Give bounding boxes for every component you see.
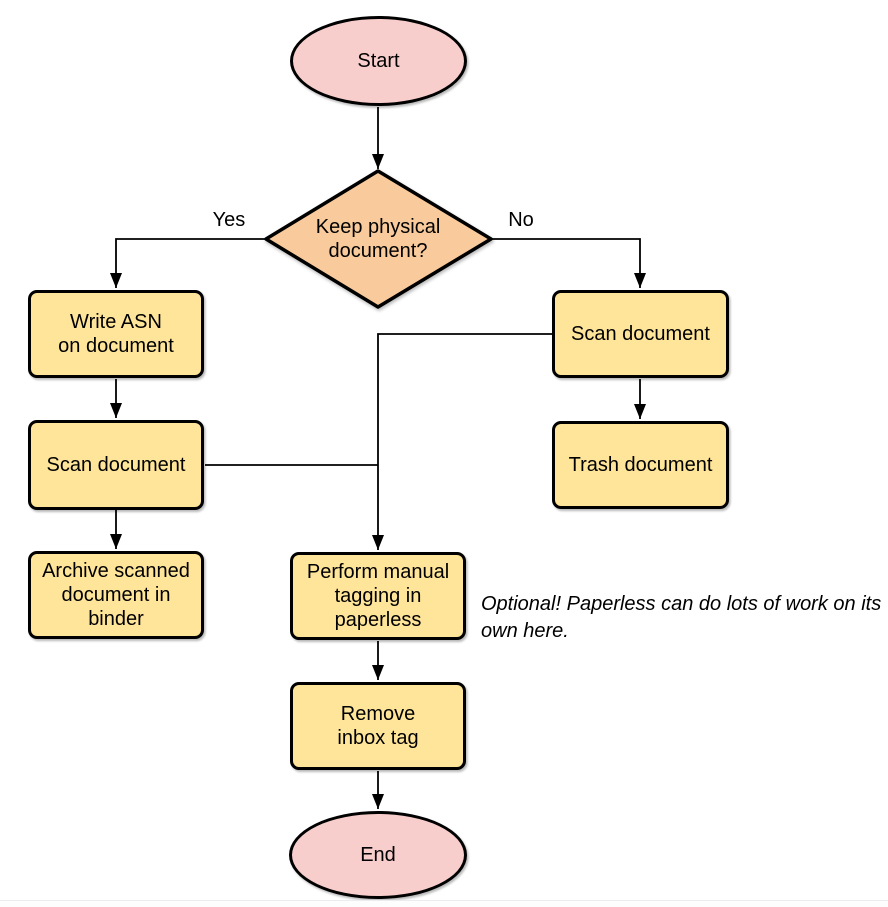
node-write-asn-label: Write ASN on document bbox=[58, 311, 174, 357]
node-archive-scanned: Archive scanned document in binder bbox=[28, 551, 204, 639]
edge-decision-no-to-scan-right bbox=[491, 238, 646, 288]
node-trash-document: Trash document bbox=[552, 421, 729, 509]
node-remove-inbox-tag-label: Remove inbox tag bbox=[337, 703, 419, 749]
node-manual-tagging: Perform manual tagging in paperless bbox=[290, 552, 466, 640]
node-scan-document-right: Scan document bbox=[552, 290, 729, 378]
node-decision-label: Keep physical document? bbox=[315, 216, 441, 262]
edge-label-no: No bbox=[508, 209, 534, 231]
node-scan-document-right-label: Scan document bbox=[571, 323, 710, 345]
node-write-asn: Write ASN on document bbox=[28, 290, 204, 378]
optional-note: Optional! Paperless can do lots of work … bbox=[481, 593, 882, 642]
node-scan-document-left: Scan document bbox=[28, 420, 204, 510]
edge-decision-yes-to-write-asn bbox=[110, 238, 266, 288]
node-end-label: End bbox=[360, 844, 396, 866]
node-decision: Keep physical document? bbox=[278, 195, 478, 283]
node-start: Start bbox=[290, 16, 467, 106]
node-archive-scanned-label: Archive scanned document in binder bbox=[42, 560, 190, 630]
node-manual-tagging-label: Perform manual tagging in paperless bbox=[306, 561, 450, 631]
edge-label-yes: Yes bbox=[212, 209, 246, 231]
node-start-label: Start bbox=[357, 50, 400, 72]
node-trash-document-label: Trash document bbox=[568, 454, 713, 476]
page-bottom-edge bbox=[0, 900, 888, 907]
decision-diamond-shape bbox=[264, 169, 493, 309]
node-scan-document-left-label: Scan document bbox=[46, 454, 186, 476]
edge-scan-right-to-tagging bbox=[372, 333, 552, 550]
node-end: End bbox=[289, 811, 467, 899]
node-remove-inbox-tag: Remove inbox tag bbox=[290, 682, 466, 770]
